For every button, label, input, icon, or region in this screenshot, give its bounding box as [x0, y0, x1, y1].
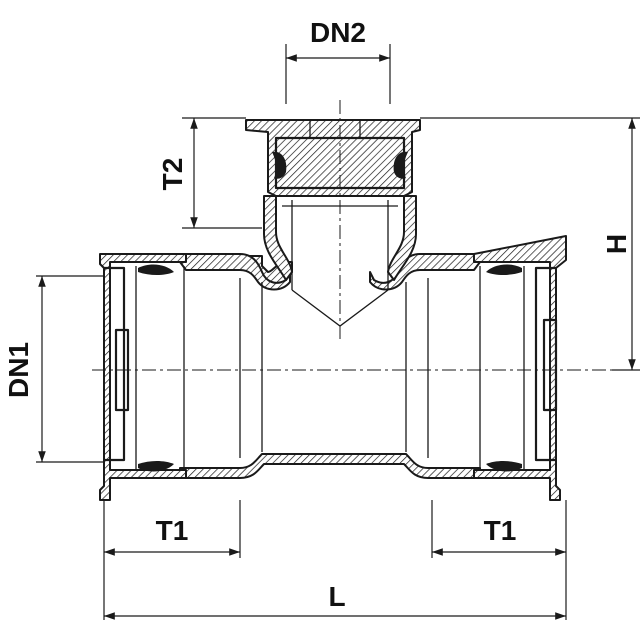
branch-right-wall	[387, 195, 417, 281]
dimension-l: L	[104, 581, 566, 620]
main-upper-wall-left	[179, 253, 291, 291]
branch-left-wall	[263, 195, 293, 281]
dimension-h: H	[420, 117, 640, 371]
right-socket-seal-top	[486, 264, 522, 275]
dimension-t1-right: T1	[431, 500, 567, 620]
dimension-dn2: DN2	[285, 17, 391, 104]
left-socket-seal-bottom	[138, 461, 174, 472]
right-socket-collar	[534, 266, 556, 462]
dimension-t1-left: T1	[103, 500, 241, 620]
dn2-label: DN2	[310, 17, 366, 48]
dn1-label: DN1	[3, 342, 34, 398]
branch-seal-left	[272, 151, 287, 179]
tee-body	[99, 119, 567, 501]
l-label: L	[328, 581, 345, 612]
right-socket-window	[542, 318, 558, 412]
main-lower-wall	[179, 453, 481, 479]
left-socket-seal-top	[138, 264, 174, 275]
t1-left-label: T1	[156, 515, 189, 546]
dimension-t2: T2	[157, 117, 262, 229]
t1-right-label: T1	[484, 515, 517, 546]
dimension-dn1: DN1	[3, 275, 104, 463]
left-socket-collar	[104, 266, 126, 462]
right-socket-seal-bottom	[486, 461, 522, 472]
main-upper-wall-right	[369, 253, 481, 291]
branch-seal-right	[393, 151, 408, 179]
t2-label: T2	[157, 158, 188, 191]
left-socket-window	[114, 328, 130, 412]
branch-socket-wall	[245, 119, 421, 197]
left-socket-wall	[99, 253, 187, 501]
h-label: H	[601, 234, 632, 254]
